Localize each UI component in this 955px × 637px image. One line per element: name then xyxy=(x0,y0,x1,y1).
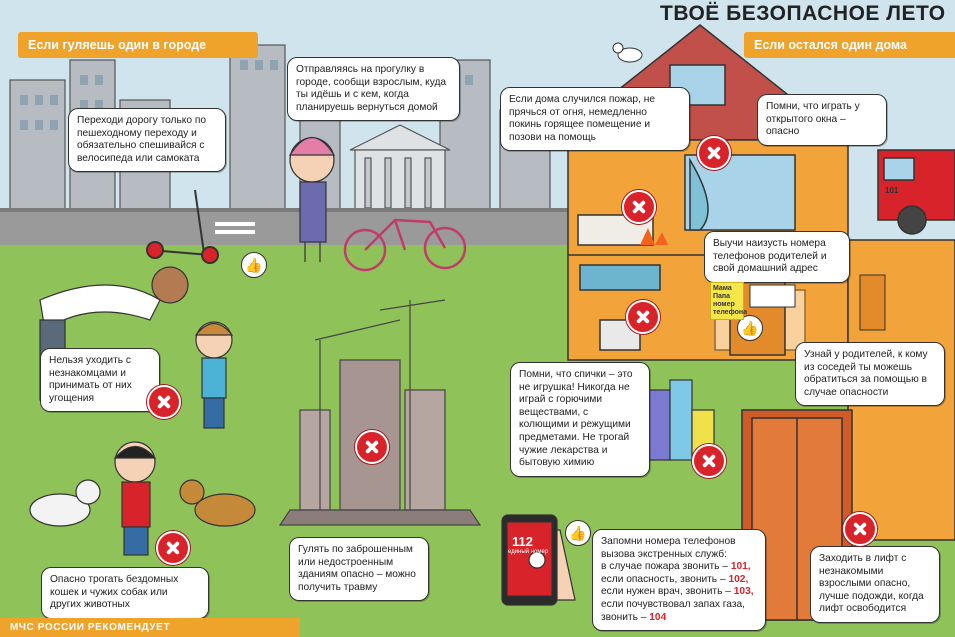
forbidden-icon xyxy=(626,300,660,334)
thumbs-up-icon: 👍 xyxy=(565,520,591,546)
cat xyxy=(612,42,643,63)
brown-dog xyxy=(179,479,256,527)
forbidden-icon xyxy=(843,512,877,546)
construction-site xyxy=(278,299,482,526)
thumbs-up-icon: 👍 xyxy=(241,252,267,278)
forbidden-icon xyxy=(622,190,656,224)
kid-character xyxy=(113,441,157,556)
footer-caption: МЧС РОССИИ РЕКОМЕНДУЕТ xyxy=(10,622,171,633)
truck-number: 101 xyxy=(885,186,899,195)
forbidden-icon xyxy=(156,531,190,565)
tip-matches: Помни, что спички – это не игрушка! Нико… xyxy=(510,362,650,477)
emergency-line-doctor: если нужен врач, звонить – 103, xyxy=(601,586,754,598)
emergency-line-gas: если почувствовал запах газа, звонить – … xyxy=(601,598,745,623)
forbidden-icon xyxy=(355,430,389,464)
fire-truck xyxy=(877,149,955,235)
girl-character xyxy=(288,137,336,262)
emergency-intro: Запомни номера телефонов вызова экстренн… xyxy=(601,536,736,560)
phone-screen-number: 112 xyxy=(512,534,533,549)
tip-abandoned: Гулять по заброшенным или недостроенным … xyxy=(289,537,429,602)
theatre-building xyxy=(349,124,451,211)
section-header-home: Если остался один дома xyxy=(744,32,955,58)
forbidden-icon xyxy=(697,136,731,170)
tip-crossing: Переходи дорогу только по пешеходному пе… xyxy=(68,108,226,173)
tip-window: Помни, что играть у открытого окна – опа… xyxy=(757,94,887,146)
scooter xyxy=(146,189,219,264)
section-header-city: Если гуляешь один в городе xyxy=(18,32,258,58)
white-dog xyxy=(29,479,101,527)
phone-screen-caption: единый номер xyxy=(508,549,549,555)
boy-character xyxy=(194,321,234,429)
emergency-line-police: если опасность, звонить – 102, xyxy=(601,573,749,585)
emergency-numbers: Запомни номера телефонов вызова экстренн… xyxy=(592,529,766,632)
tip-fire: Если дома случился пожар, не прячься от … xyxy=(500,87,690,152)
tip-strangers: Нельзя уходить с незнакомцами и принимат… xyxy=(40,348,160,413)
tip-neighbors: Узнай у родителей, к кому из соседей ты … xyxy=(795,342,945,407)
tip-tell-adults: Отправляясь на прогулку в городе, сообщи… xyxy=(287,57,460,122)
tip-elevator: Заходить в лифт с незнакомыми взрослыми … xyxy=(810,546,940,623)
emergency-line-fire: в случае пожара звонить – 101, xyxy=(601,561,751,573)
footer-band xyxy=(0,618,300,637)
forbidden-icon xyxy=(692,444,726,478)
tip-phones: Выучи наизусть номера телефонов родителе… xyxy=(704,231,850,283)
bicycle xyxy=(343,218,467,272)
forbidden-icon xyxy=(147,385,181,419)
page-title: ТВОЁ БЕЗОПАСНОЕ ЛЕТО xyxy=(660,2,946,25)
tip-animals: Опасно трогать бездомных кошек и чужих с… xyxy=(41,567,209,619)
phone-in-hand xyxy=(501,514,576,606)
